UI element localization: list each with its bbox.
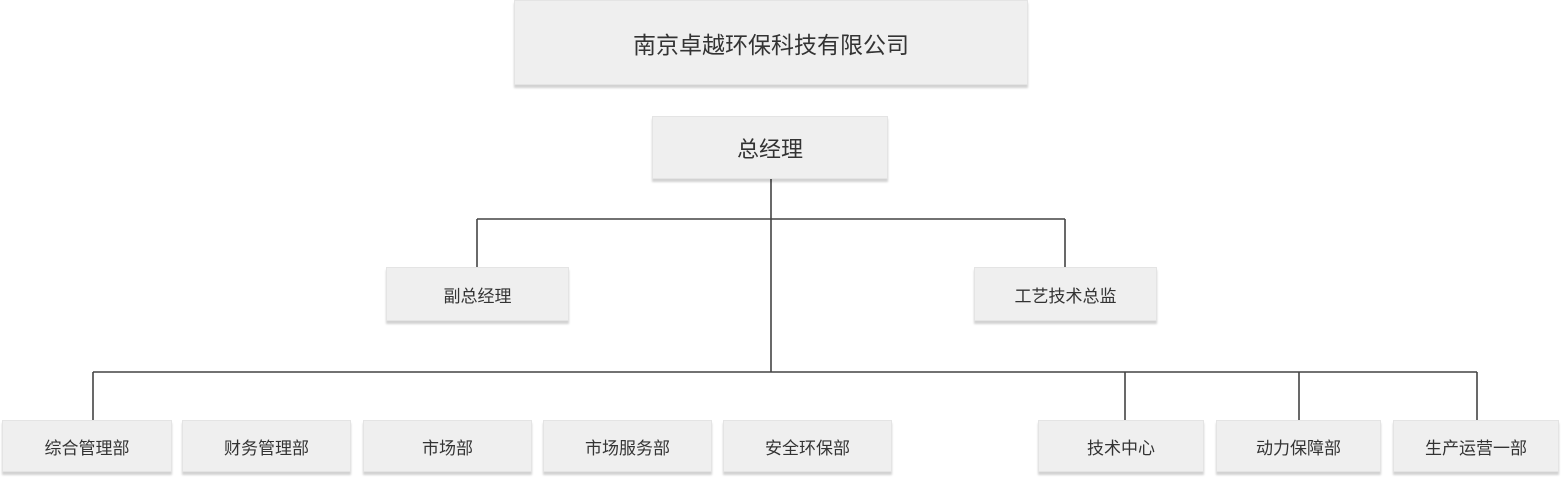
department-label: 财务管理部 — [224, 438, 309, 459]
department-node-production-operations-1: 生产运营一部 — [1393, 420, 1559, 472]
process-technology-director-label: 工艺技术总监 — [1014, 286, 1117, 307]
department-node-general-management: 综合管理部 — [2, 420, 172, 472]
department-label: 市场服务部 — [585, 438, 670, 459]
process-technology-director-node: 工艺技术总监 — [974, 267, 1157, 321]
company-label: 南京卓越环保科技有限公司 — [633, 32, 909, 59]
department-label: 综合管理部 — [44, 438, 130, 459]
deputy-general-manager-label: 副总经理 — [443, 286, 512, 307]
department-node-safety-environment: 安全环保部 — [723, 420, 892, 472]
department-label: 技术中心 — [1087, 438, 1155, 459]
general-manager-label: 总经理 — [736, 137, 803, 163]
department-label: 动力保障部 — [1256, 438, 1341, 459]
department-label: 生产运营一部 — [1425, 438, 1527, 459]
general-manager-node: 总经理 — [652, 116, 888, 179]
department-node-market-service: 市场服务部 — [543, 420, 712, 472]
deputy-general-manager-node: 副总经理 — [386, 267, 569, 321]
department-label: 市场部 — [422, 438, 473, 459]
department-node-power-support: 动力保障部 — [1216, 420, 1381, 472]
department-node-technology-center: 技术中心 — [1038, 420, 1204, 472]
department-node-marketing: 市场部 — [363, 420, 532, 472]
company-node: 南京卓越环保科技有限公司 — [514, 0, 1028, 85]
department-node-finance: 财务管理部 — [182, 420, 351, 472]
department-label: 安全环保部 — [765, 438, 850, 459]
